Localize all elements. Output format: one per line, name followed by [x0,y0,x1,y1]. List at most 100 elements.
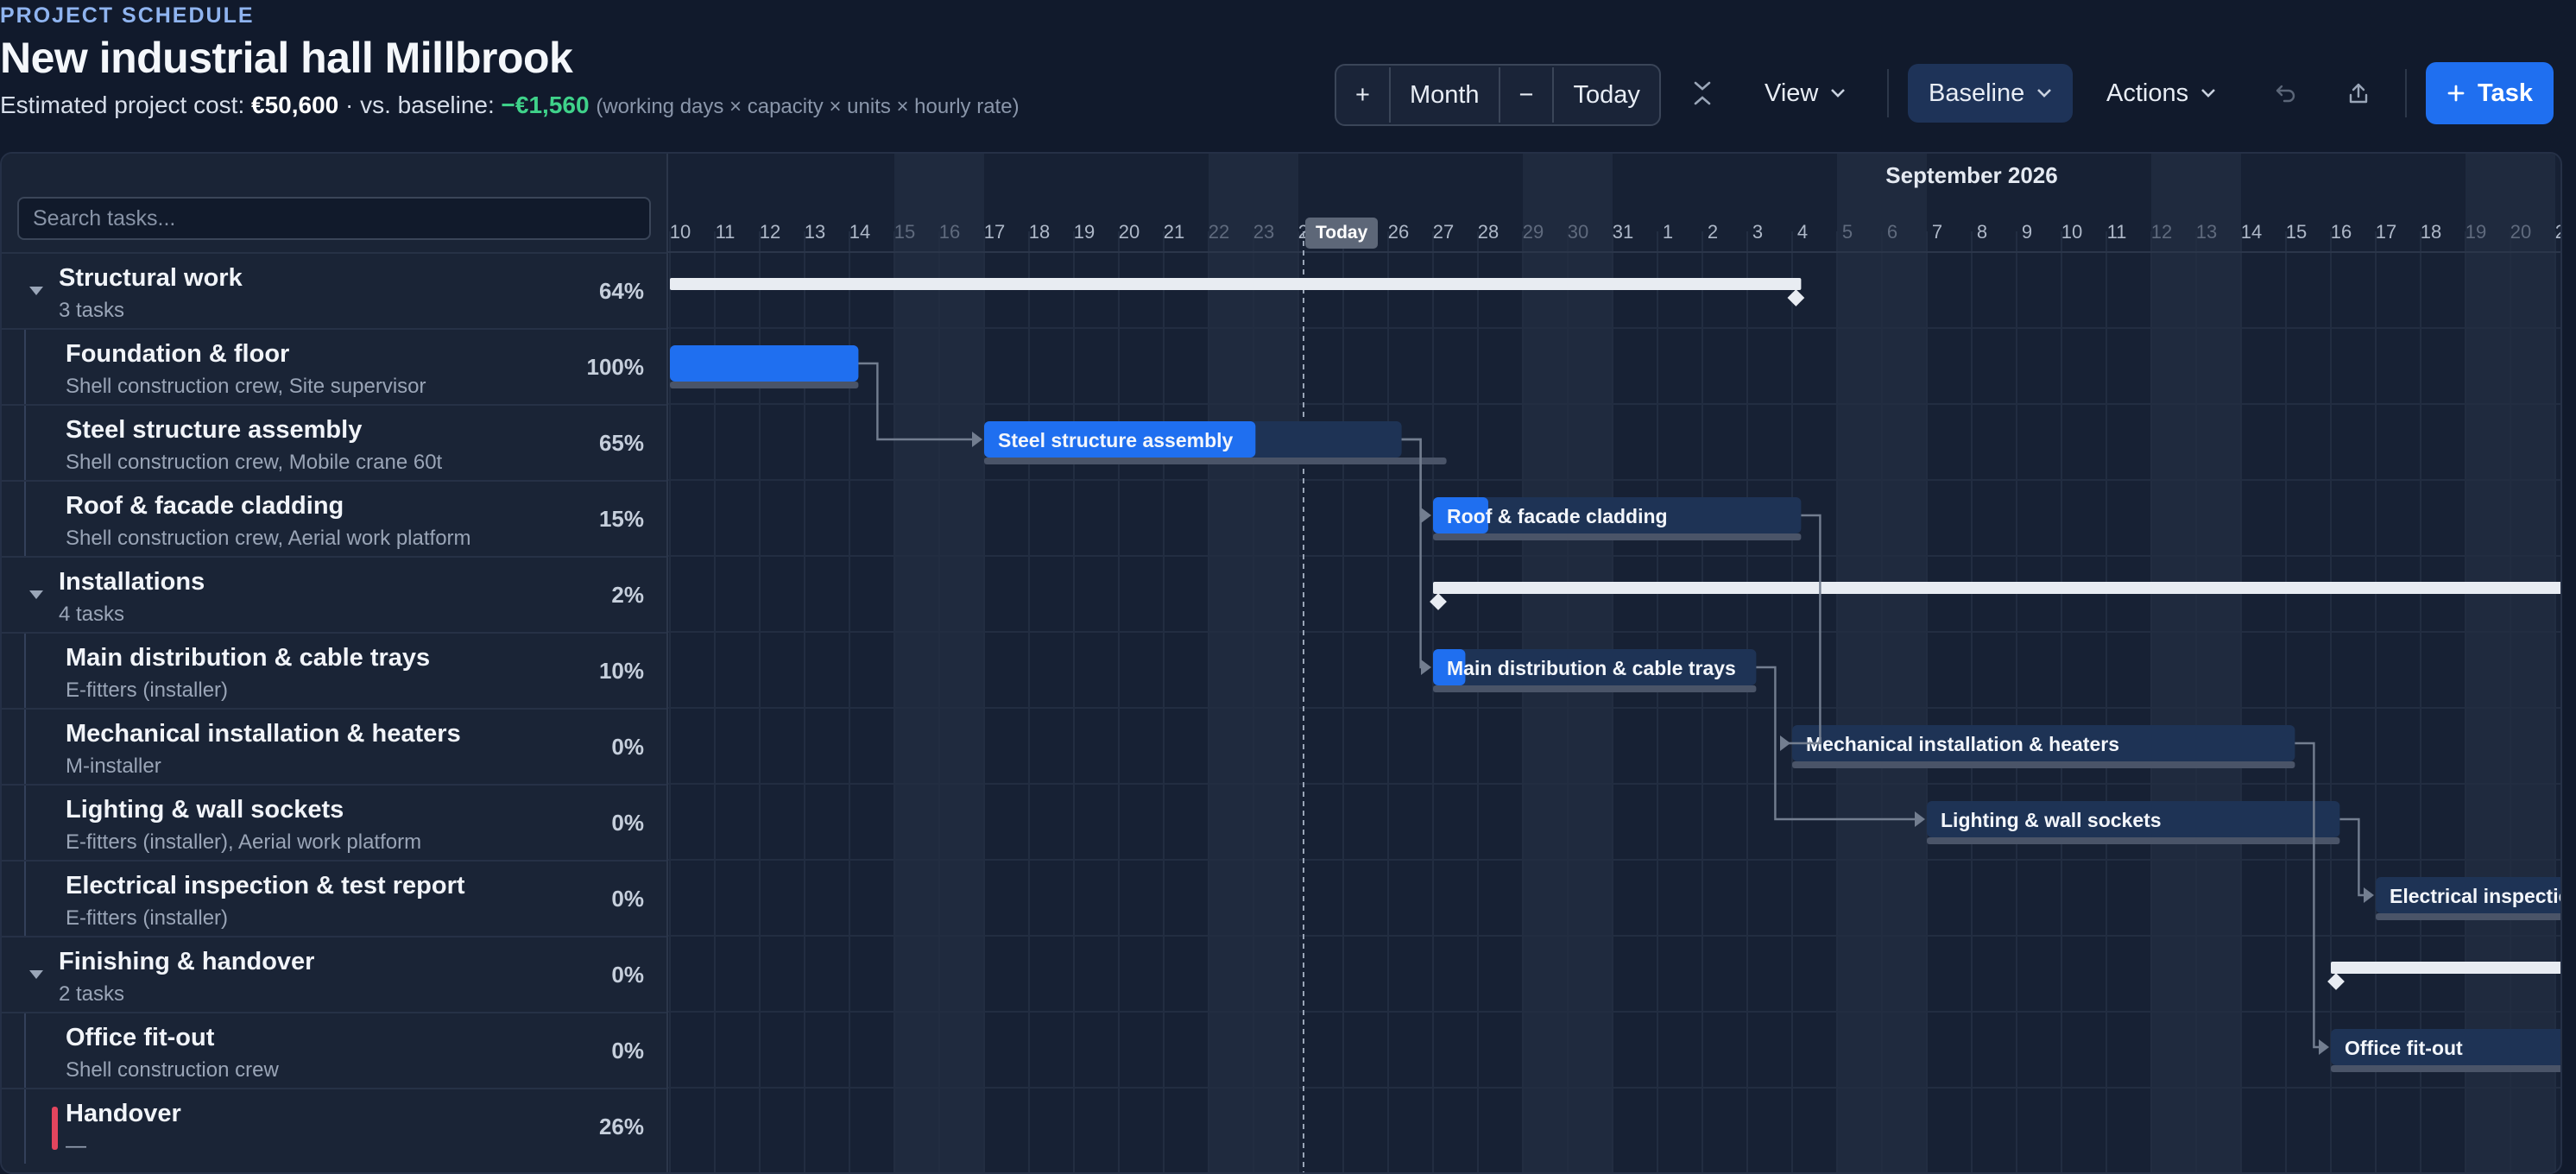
baseline-bar [984,458,1447,464]
undo-icon[interactable] [2260,64,2312,123]
row-progress: 64% [598,278,644,304]
day-tick-label: 15 [2286,221,2307,243]
row-name: Roof & facade cladding [66,492,344,520]
day-tick-label: 14 [2241,221,2262,243]
toolbar-divider [1887,69,1889,117]
task-bar [1433,497,1802,533]
day-tick-label: 6 [1887,221,1897,243]
task-bar-label: Electrical inspection & test report [2390,885,2560,907]
cost-value: €50,600 [251,92,339,118]
row-name: Installations [59,568,205,596]
milestone-row[interactable]: Handover—26% [2,1088,666,1164]
gantt-svg: 1011121314151617181920212223242526272829… [668,154,2560,1172]
row-subtitle: Shell construction crew [66,1058,279,1082]
weekend-column [894,154,939,1172]
collapse-icon[interactable] [1676,64,1728,123]
day-tick-label: 18 [1029,221,1050,243]
day-tick-label: 19 [1074,221,1095,243]
today-button[interactable]: Today [1573,80,1640,109]
weekend-column [2151,154,2196,1172]
dependency-arrow [972,432,982,447]
task-bar [1792,725,2295,761]
row-progress: 0% [611,962,644,988]
row-progress: 2% [611,582,644,608]
baseline-bar [2376,913,2560,920]
task-bar [1433,649,1757,685]
baseline-label: Baseline [1929,79,2025,107]
row-progress: 0% [611,886,644,912]
task-bar-label: Office fit-out [2345,1037,2463,1059]
row-name: Main distribution & cable trays [66,644,431,672]
task-bar-label: Steel structure assembly [998,429,1234,451]
row-subtitle: — [66,1134,86,1158]
day-tick-label: 17 [2376,221,2396,243]
row-progress: 65% [598,430,644,456]
day-tick-label: 22 [1209,221,1229,243]
weekend-column [2466,154,2510,1172]
row-name: Mechanical installation & heaters [66,720,461,748]
search-input[interactable] [17,197,651,240]
chevron-down-icon [2201,89,2216,98]
day-tick-label: 16 [2331,221,2352,243]
dependency-link [858,362,974,441]
row-name: Lighting & wall sockets [66,796,344,824]
dependency-link [1401,438,1423,669]
zoom-in-button[interactable]: + [1336,67,1391,123]
row-progress: 0% [611,734,644,760]
row-progress: 10% [598,658,644,684]
zoom-out-button[interactable]: − [1500,67,1555,123]
row-subtitle: E-fitters (installer), Aerial work platf… [66,830,422,854]
view-button[interactable]: View [1744,64,1866,123]
caret-down-icon[interactable] [29,287,43,295]
task-bar-label: Main distribution & cable trays [1447,657,1736,679]
add-task-button[interactable]: Task [2426,62,2554,124]
dependency-link [2339,817,2365,897]
weekend-column [1253,154,1298,1172]
plus-icon [2447,85,2465,102]
dependency-arrow [1915,811,1925,827]
day-tick-label: 2 [1708,221,1718,243]
baseline-button[interactable]: Baseline [1908,64,2074,123]
task-bar-label: Roof & facade cladding [1447,505,1668,527]
task-bar-progress [670,345,859,382]
day-tick-label: 26 [1388,221,1409,243]
caret-down-icon[interactable] [29,590,43,599]
view-label: View [1765,79,1819,107]
caret-down-icon[interactable] [29,970,43,979]
row-subtitle: E-fitters (installer) [66,679,229,702]
actions-button[interactable]: Actions [2086,64,2237,123]
baseline-delta: −€1,560 [501,92,590,118]
chevron-down-icon [2037,89,2052,98]
baseline-bar [1927,837,2340,844]
timeline-chart: 1011121314151617181920212223242526272829… [668,154,2560,1172]
cost-summary: Estimated project cost: €50,600 · vs. ba… [0,92,1020,119]
row-subtitle: Shell construction crew, Mobile crane 60… [66,451,443,474]
scale-month-button[interactable]: Month [1391,67,1500,123]
task-bar-label: Lighting & wall sockets [1941,809,2162,831]
day-tick-label: 5 [1842,221,1853,243]
weekend-column [1837,154,1882,1172]
day-tick-label: 13 [805,221,825,243]
day-tick-label: 23 [1253,221,1274,243]
day-tick-label: 10 [670,221,691,243]
toolbar-divider [2405,69,2407,117]
row-name: Structural work [59,264,243,292]
row-subtitle: Shell construction crew, Aerial work pla… [66,527,471,550]
task-bar [1927,801,2340,837]
day-tick-label: 31 [1613,221,1633,243]
export-icon[interactable] [2333,64,2384,123]
dependency-arrow [2364,887,2374,903]
row-name: Finishing & handover [59,948,315,975]
day-tick-label: 18 [2421,221,2441,243]
